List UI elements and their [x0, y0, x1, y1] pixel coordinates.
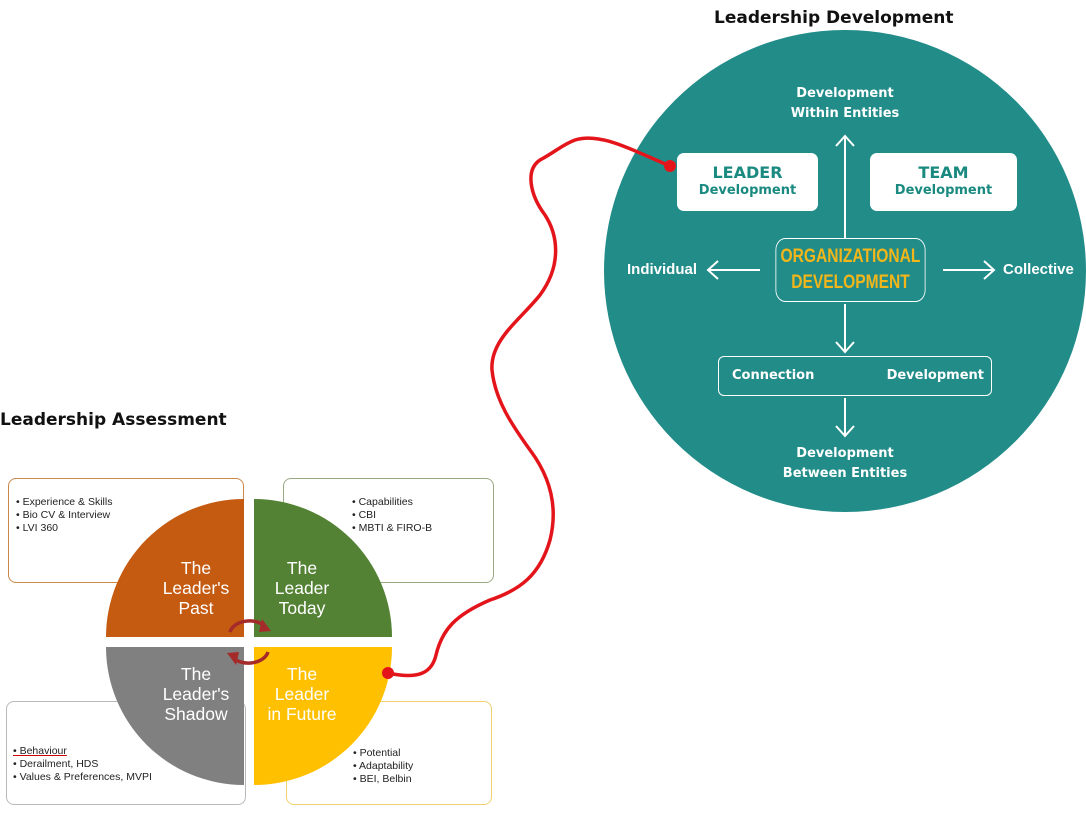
shadow-items: Behaviour Derailment, HDS Values & Prefe…	[13, 745, 152, 784]
development-heading: Leadership Development	[714, 8, 954, 28]
today-label: The Leader Today	[274, 558, 330, 618]
between-entities-label: Development Between Entities	[770, 444, 920, 484]
leader-card-subtitle: Development	[698, 183, 797, 198]
past-quadrant	[106, 499, 244, 637]
assessment-heading: Leadership Assessment	[0, 410, 227, 430]
past-item: Experience & Skills	[16, 496, 113, 509]
connector-path	[386, 136, 672, 678]
past-item: LVI 360	[16, 522, 112, 535]
organizational-development-box: ORGANIZATIONAL DEVELOPMENT	[775, 238, 926, 302]
connector-start-dot	[382, 667, 394, 679]
bottom-arrow-head	[835, 425, 855, 438]
between-entities-line1: Development	[796, 446, 894, 461]
connection-development-label: Development	[886, 368, 984, 383]
left-arrow-head	[706, 260, 719, 280]
today-item: MBTI & FIRO-B	[352, 522, 433, 535]
leader-card-title: LEADER	[712, 163, 783, 182]
past-label: The Leader's Past	[162, 558, 230, 618]
past-item: Bio CV & Interview	[16, 509, 112, 522]
future-item: Potential	[353, 747, 413, 760]
past-items: Experience & Skills Bio CV & Interview L…	[16, 496, 113, 535]
cycle-arrow-top-head	[259, 619, 271, 632]
team-development-card: TEAM Development	[870, 153, 1017, 211]
future-item: Adaptability	[353, 760, 413, 773]
individual-label: Individual	[627, 261, 698, 278]
org-box-line2: DEVELOPMENT	[791, 272, 910, 293]
shadow-label: The Leader's Shadow	[162, 664, 230, 724]
shadow-item: Derailment, HDS	[13, 758, 152, 771]
within-entities-line1: Development	[796, 86, 894, 101]
shadow-item: Values & Preferences, MVPI	[13, 771, 152, 784]
right-arrow-head	[983, 260, 996, 280]
today-item: Capabilities	[352, 496, 432, 509]
up-arrow-head	[835, 134, 855, 147]
connection-development-box: Connection Development	[718, 356, 992, 396]
team-card-subtitle: Development	[894, 183, 993, 198]
future-item: BEI, Belbin	[353, 773, 413, 786]
shadow-quadrant	[106, 647, 244, 785]
future-items: Potential Adaptability BEI, Belbin	[353, 747, 413, 786]
org-box-line1: ORGANIZATIONAL	[780, 246, 921, 267]
within-entities-line2: Within Entities	[790, 106, 900, 121]
today-item: CBI	[352, 509, 432, 522]
down-arrow-head	[835, 341, 855, 354]
within-entities-label: Development Within Entities	[770, 84, 920, 124]
future-quadrant	[254, 647, 392, 785]
team-card-title: TEAM	[918, 163, 969, 182]
connection-label: Connection	[732, 368, 815, 383]
cycle-arrow-bottom-head	[227, 652, 239, 665]
today-quadrant	[254, 499, 392, 637]
connector-end-dot	[664, 160, 676, 172]
collective-label: Collective	[1003, 261, 1074, 278]
future-label: The Leader in Future	[267, 664, 337, 724]
leader-development-card: LEADER Development	[677, 153, 818, 211]
today-items: Capabilities CBI MBTI & FIRO-B	[352, 496, 433, 535]
shadow-item: Behaviour	[13, 745, 152, 758]
development-circle	[604, 30, 1086, 512]
between-entities-line2: Between Entities	[782, 466, 908, 481]
